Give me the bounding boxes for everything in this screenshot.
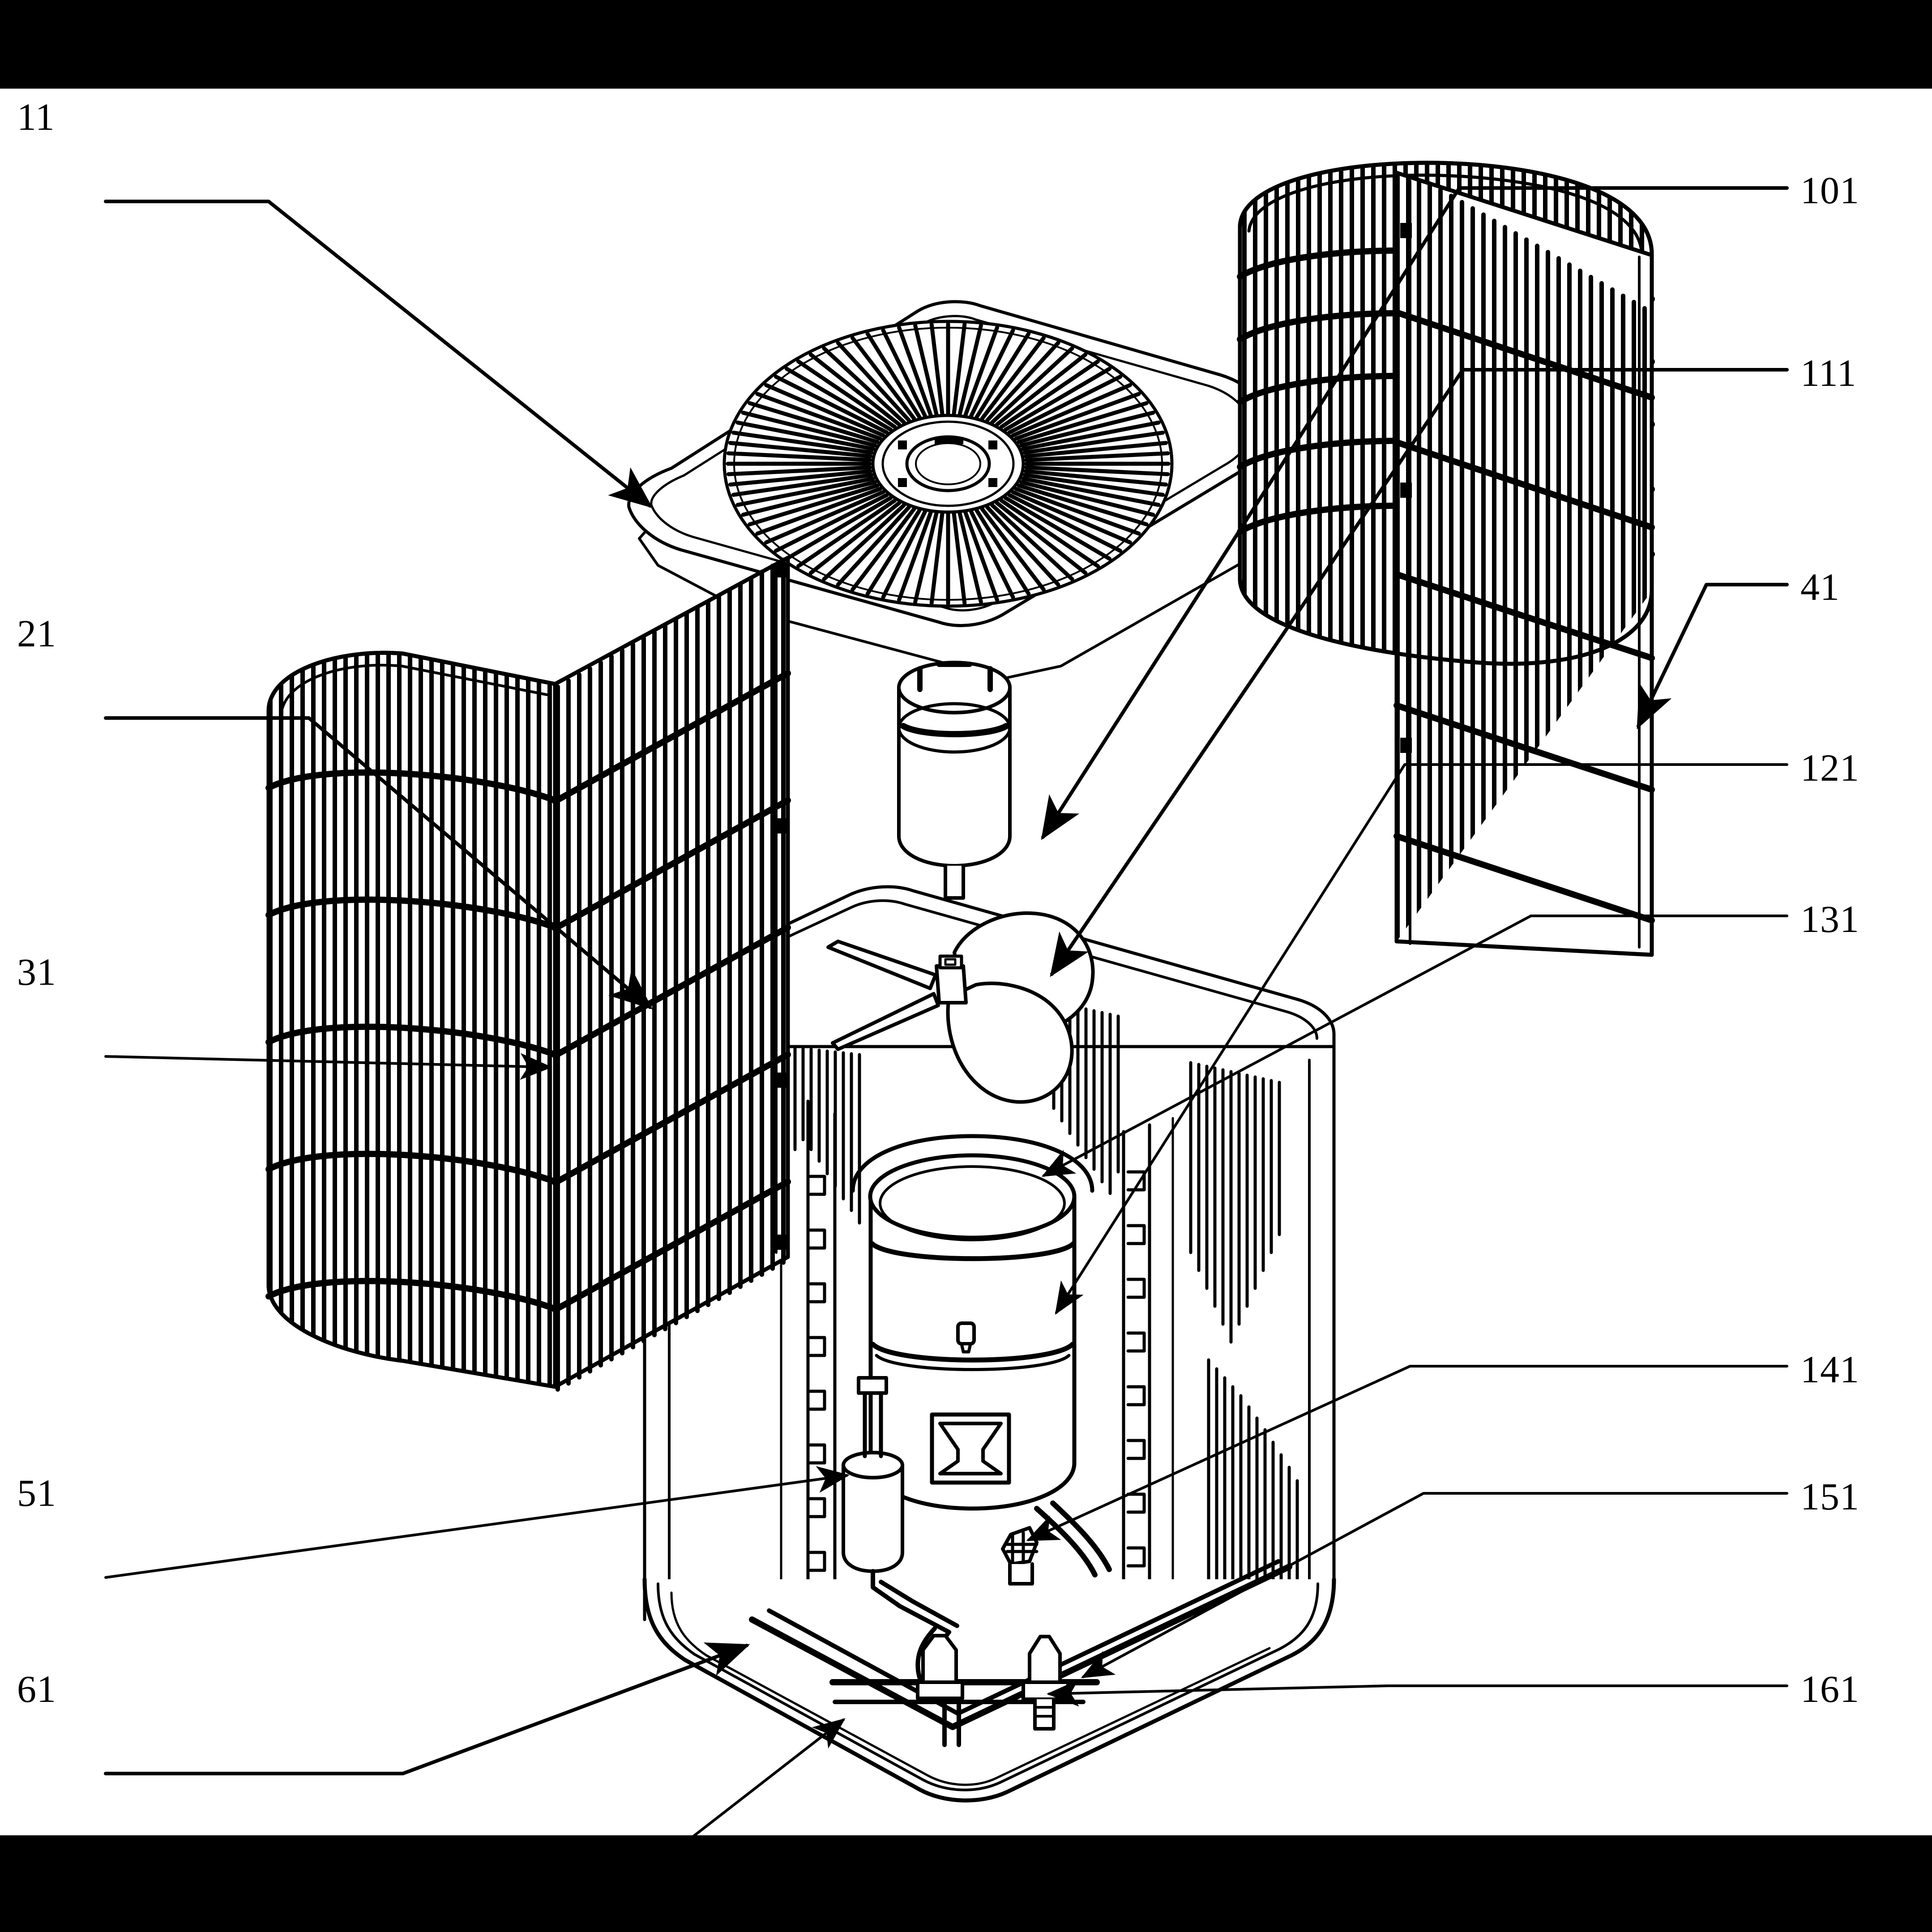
callout-31-left-louver-grille-panel: 31	[17, 950, 56, 993]
callout-21-cabinet-top-rail: 21	[17, 612, 56, 655]
fin-hatch-right-lower	[1207, 1358, 1299, 1581]
leader-101	[1041, 186, 1789, 840]
callout-151-service-valve-assembly: 151	[1800, 1475, 1859, 1518]
leader-21	[104, 716, 653, 1010]
leader-121	[1055, 763, 1788, 1315]
leader-131	[1041, 915, 1788, 1177]
left-louver-grille-panel	[265, 556, 791, 1392]
callout-11-fan-grille-top-panel: 11	[17, 95, 55, 138]
suction-accumulator	[842, 1376, 959, 1634]
coil-return-bends-right	[1126, 1170, 1146, 1568]
liquid-line-service-port	[916, 1634, 964, 1700]
leader-lines	[104, 186, 1789, 1835]
service-valve-assembly	[1001, 1526, 1039, 1586]
coil-return-bends-left	[808, 1175, 826, 1572]
leader-41	[1637, 583, 1789, 730]
drawing-artboard	[0, 89, 1932, 1835]
callout-131-compressor-terminal-box: 131	[1800, 898, 1859, 940]
callout-161-suction-service-valve: 161	[1800, 1667, 1859, 1710]
callout-141-liquid-line-service-port: 141	[1800, 1348, 1859, 1391]
fin-hatch-right-interior	[1189, 1061, 1281, 1344]
leader-111	[1050, 368, 1789, 977]
callout-51-accumulator-suction-line: 51	[17, 1471, 56, 1514]
leader-11	[104, 200, 653, 508]
leader-71	[692, 1718, 846, 1835]
fan-motor	[897, 661, 1012, 900]
leader-51	[104, 1466, 850, 1579]
top-border-band	[0, 0, 1932, 89]
bottom-border-band	[0, 1835, 1932, 1932]
compressor-terminal-box	[956, 1321, 976, 1354]
leader-141	[1026, 1365, 1788, 1541]
callout-41-condenser-coil-assembly: 41	[1800, 565, 1840, 608]
callout-71-base-pan-drain-boss: 71	[17, 1869, 56, 1912]
callout-101-fan-motor: 101	[1800, 169, 1859, 212]
fan-blade-assembly	[826, 911, 1095, 1104]
callout-61-base-pan-front-corner: 61	[17, 1667, 56, 1710]
leader-61	[104, 1642, 750, 1775]
leader-161	[1047, 1680, 1788, 1707]
leader-31	[104, 1053, 552, 1080]
condenser-coil-right	[1237, 161, 1655, 957]
compressor-shell	[851, 1134, 1094, 1511]
compressor-nameplate	[930, 1412, 1011, 1485]
leader-151	[1081, 1492, 1788, 1678]
exploded-view-drawing	[104, 161, 1789, 1835]
fan-grille-top-panel	[627, 300, 1291, 680]
callout-111-fan-blade-hub: 111	[1800, 351, 1857, 394]
callout-121-compressor-shell: 121	[1800, 746, 1859, 789]
